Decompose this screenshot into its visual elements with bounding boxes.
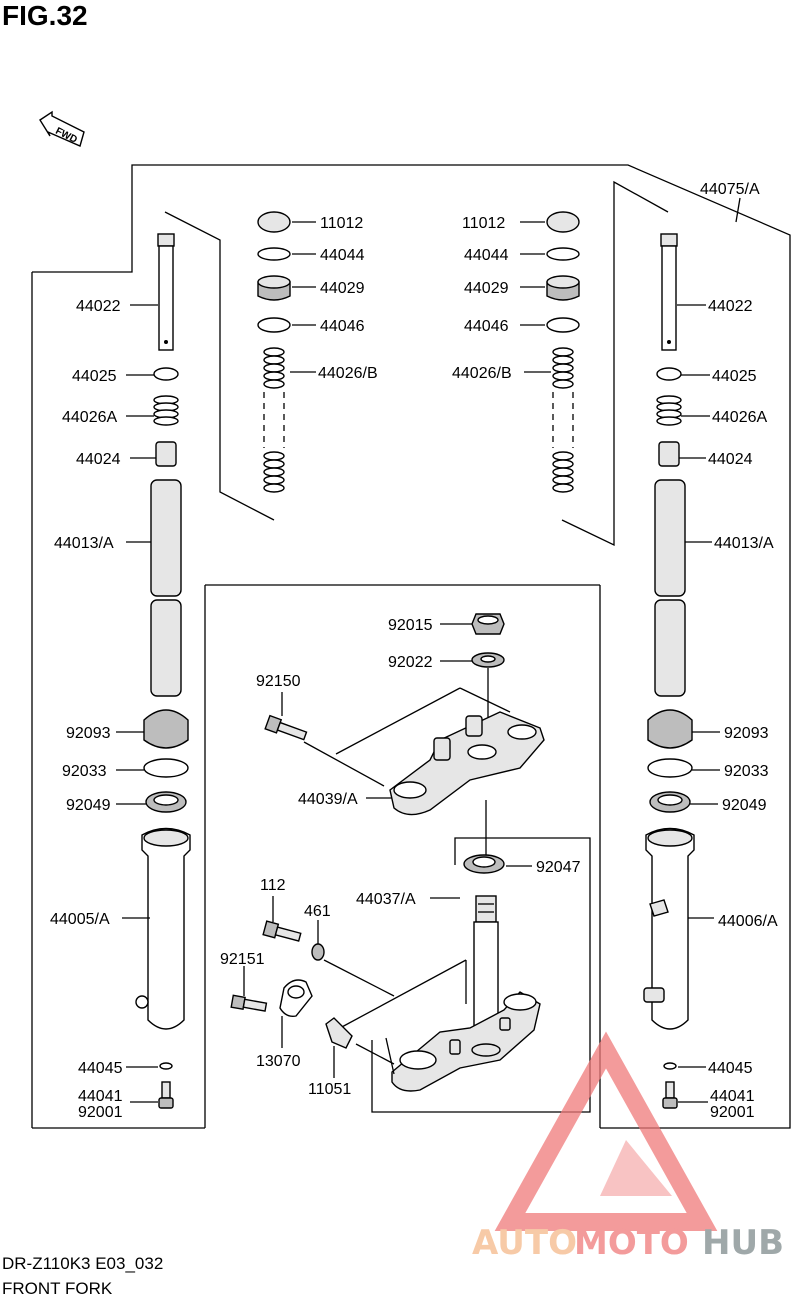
label-44025-right: 44025 [712,368,757,385]
upper-bracket [264,613,545,856]
label-44024-left: 44024 [76,451,121,468]
label-44045-right: 44045 [708,1060,753,1077]
label-44029-left: 44029 [320,280,365,297]
label-44026a-left: 44026A [62,409,117,426]
watermark-logo: AUTO MOTO HUB [472,1031,784,1263]
label-92001-left: 92001 [78,1104,123,1121]
label-92033-left: 92033 [62,763,107,780]
label-92022: 92022 [388,654,433,671]
label-11012-left: 11012 [320,215,363,232]
part-labels: 44075/A 11012 11012 44044 44044 44029 44… [50,181,778,1121]
label-44037a: 44037/A [356,891,416,908]
label-92015: 92015 [388,617,433,634]
footer-model: DR-Z110K3 E03_032 [2,1254,164,1273]
label-92047: 92047 [536,859,581,876]
label-44022-right: 44022 [708,298,753,315]
label-44024-right: 44024 [708,451,753,468]
label-44075a: 44075/A [700,181,760,198]
label-44041-right: 44041 [710,1088,755,1105]
label-44044-left: 44044 [320,247,365,264]
footer-name: FRONT FORK [2,1279,113,1298]
figure-title: FIG.32 [2,0,88,31]
label-44039a: 44039/A [298,791,358,808]
label-44041-left: 44041 [78,1088,123,1105]
label-112: 112 [260,877,286,894]
label-44046-left: 44046 [320,318,365,335]
label-461: 461 [304,903,331,920]
label-44006a: 44006/A [718,913,778,930]
label-92001-right: 92001 [710,1104,755,1121]
watermark-moto: MOTO [574,1223,689,1263]
label-44045-left: 44045 [78,1060,123,1077]
label-11012-right: 11012 [462,215,505,232]
label-92093-right: 92093 [724,725,769,742]
watermark-auto: AUTO [472,1223,577,1263]
label-44044-right: 44044 [464,247,509,264]
label-44026b-right: 44026/B [452,365,512,382]
lower-bracket [230,854,541,1092]
label-92033-right: 92033 [724,763,769,780]
label-44013a-right: 44013/A [714,535,774,552]
left-fork-parts [116,233,191,1109]
label-92049-right: 92049 [722,797,767,814]
label-11051: 11051 [308,1081,351,1098]
label-92150: 92150 [256,673,301,690]
assembly-frame [31,164,791,1129]
label-44026b-left: 44026/B [318,365,378,382]
forward-arrow-icon: FWD [39,110,85,147]
right-fork-parts [643,233,720,1109]
label-44029-right: 44029 [464,280,509,297]
label-44005a: 44005/A [50,911,110,928]
watermark-hub: HUB [702,1223,784,1263]
label-92049-left: 92049 [66,797,111,814]
left-cap-stack [257,211,316,493]
label-44013a-left: 44013/A [54,535,114,552]
label-92093-left: 92093 [66,725,111,742]
label-44026a-right: 44026A [712,409,767,426]
label-44022-left: 44022 [76,298,121,315]
label-92151: 92151 [220,951,265,968]
label-44046-right: 44046 [464,318,509,335]
label-44025-left: 44025 [72,368,117,385]
label-13070: 13070 [256,1053,301,1070]
right-cap-stack [520,211,580,493]
